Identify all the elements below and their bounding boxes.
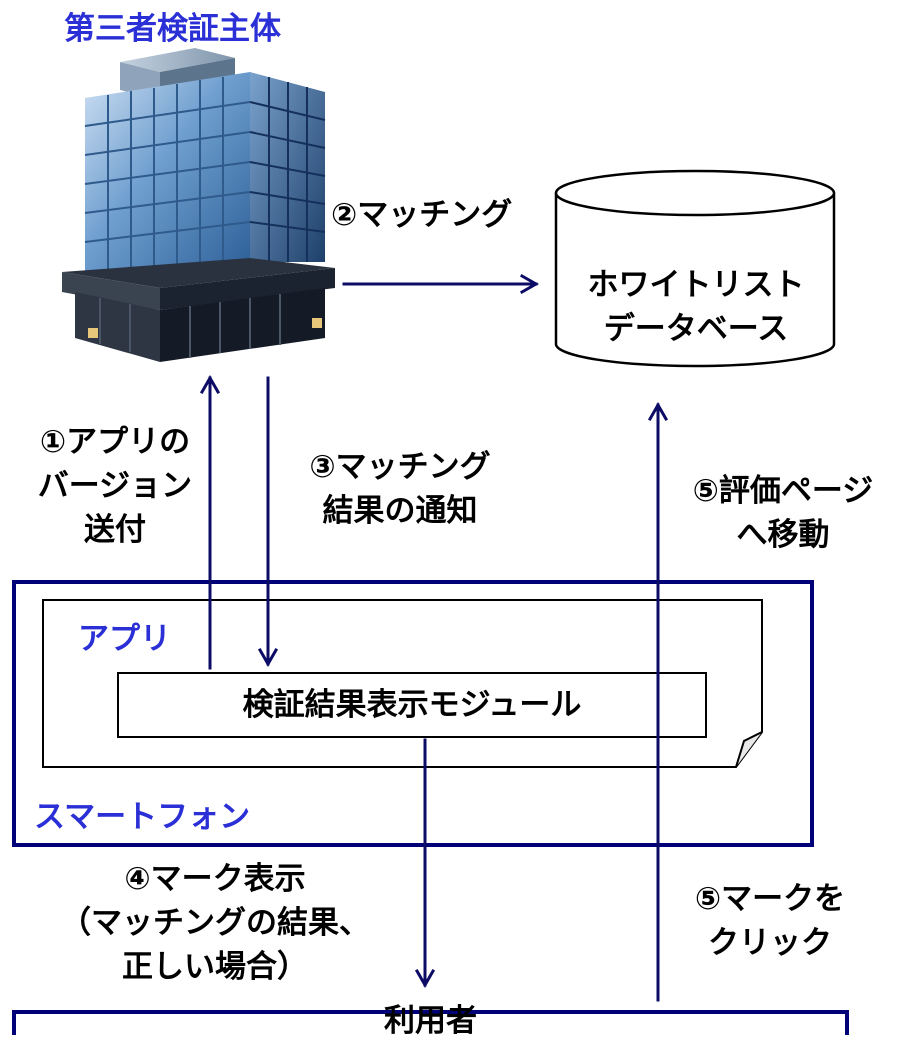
step3-line1: ③マッチング <box>309 449 491 485</box>
step5-click-line2: クリック <box>708 925 832 961</box>
user-label: 利用者 <box>384 1003 477 1039</box>
step5-click-label: ⑤マークを クリック <box>670 880 870 962</box>
app-label: アプリ <box>78 621 171 657</box>
smartphone-label: スマートフォン <box>34 799 251 835</box>
step4-line1: ④マーク表示 <box>124 861 306 897</box>
module-box <box>117 672 707 738</box>
flow-arrows <box>199 273 669 1002</box>
step4-line2: （マッチングの結果、 <box>60 905 370 941</box>
step2-label: ②マッチング <box>331 197 513 233</box>
step5-click-line1: ⑤マークを <box>694 881 846 917</box>
step5-move-line1: ⑤評価ページ <box>692 473 874 509</box>
step1-line2: バージョン <box>37 468 193 504</box>
database-label-line2: データベース <box>603 311 789 347</box>
step1-label: ①アプリの バージョン 送付 <box>0 423 230 549</box>
step4-line3: 正しい場合） <box>122 949 308 985</box>
user-frame <box>12 1010 849 1035</box>
step1-line3: 送付 <box>84 512 146 548</box>
database-cylinder <box>554 169 836 368</box>
step5-move-line2: へ移動 <box>736 517 830 553</box>
step1-line1: ①アプリの <box>39 424 191 460</box>
office-building-icon <box>62 48 335 362</box>
step4-label: ④マーク表示 （マッチングの結果、 正しい場合） <box>20 860 410 986</box>
step3-label: ③マッチング 結果の通知 <box>280 448 520 530</box>
database-label-line1: ホワイトリスト <box>587 267 805 303</box>
verifier-title: 第三者検証主体 <box>64 11 281 47</box>
step5-move-label: ⑤評価ページ へ移動 <box>668 472 898 554</box>
module-label: 検証結果表示モジュール <box>242 687 582 723</box>
step3-line2: 結果の通知 <box>322 493 478 529</box>
document-fold-corner <box>735 731 763 768</box>
smartphone-frame <box>12 580 814 847</box>
database-label: ホワイトリスト データベース <box>566 266 826 348</box>
